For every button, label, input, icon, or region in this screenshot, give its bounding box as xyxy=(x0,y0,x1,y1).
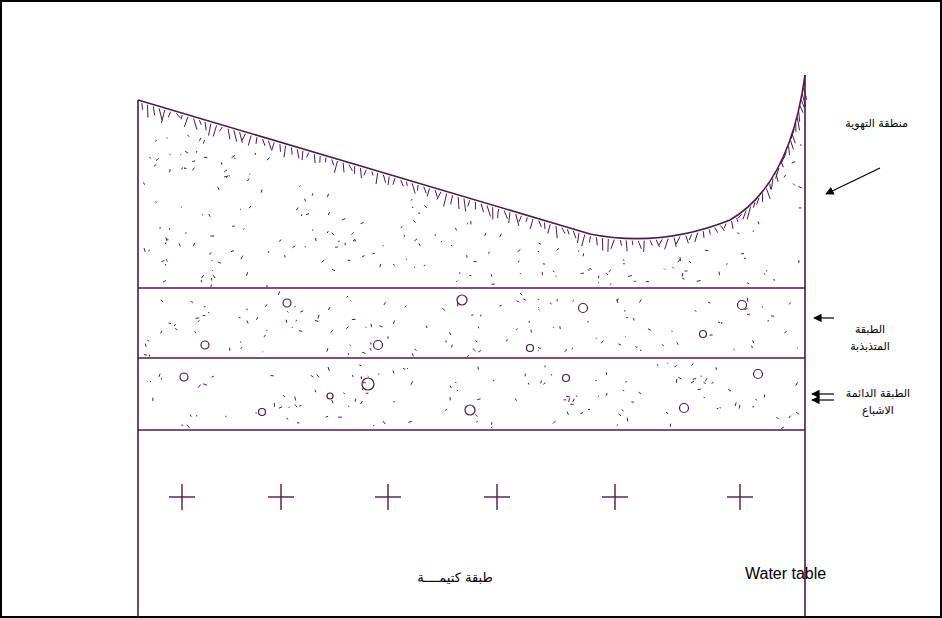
section-right-edge xyxy=(804,75,806,617)
leader-arrow xyxy=(814,317,834,318)
leader-arrow xyxy=(812,393,834,394)
soil-texture xyxy=(142,82,807,429)
layer-boundary xyxy=(138,357,805,359)
layer-label: طبقة كتيمــــة xyxy=(380,568,530,588)
pebbles xyxy=(180,295,763,416)
water-table-label: Water table xyxy=(745,562,865,586)
leader-arrow xyxy=(826,168,880,194)
ground-surface xyxy=(138,75,805,239)
impermeable-symbols xyxy=(169,484,753,510)
layer-boundary xyxy=(138,287,805,289)
water-table-line xyxy=(138,429,805,431)
zone-label: الطبقة الدائمة الاشباع xyxy=(836,386,920,419)
zone-label: منطقة التهوية xyxy=(816,116,908,133)
zone-label: الطبقة المتذبذبة xyxy=(838,322,902,355)
leader-arrow xyxy=(812,399,834,400)
